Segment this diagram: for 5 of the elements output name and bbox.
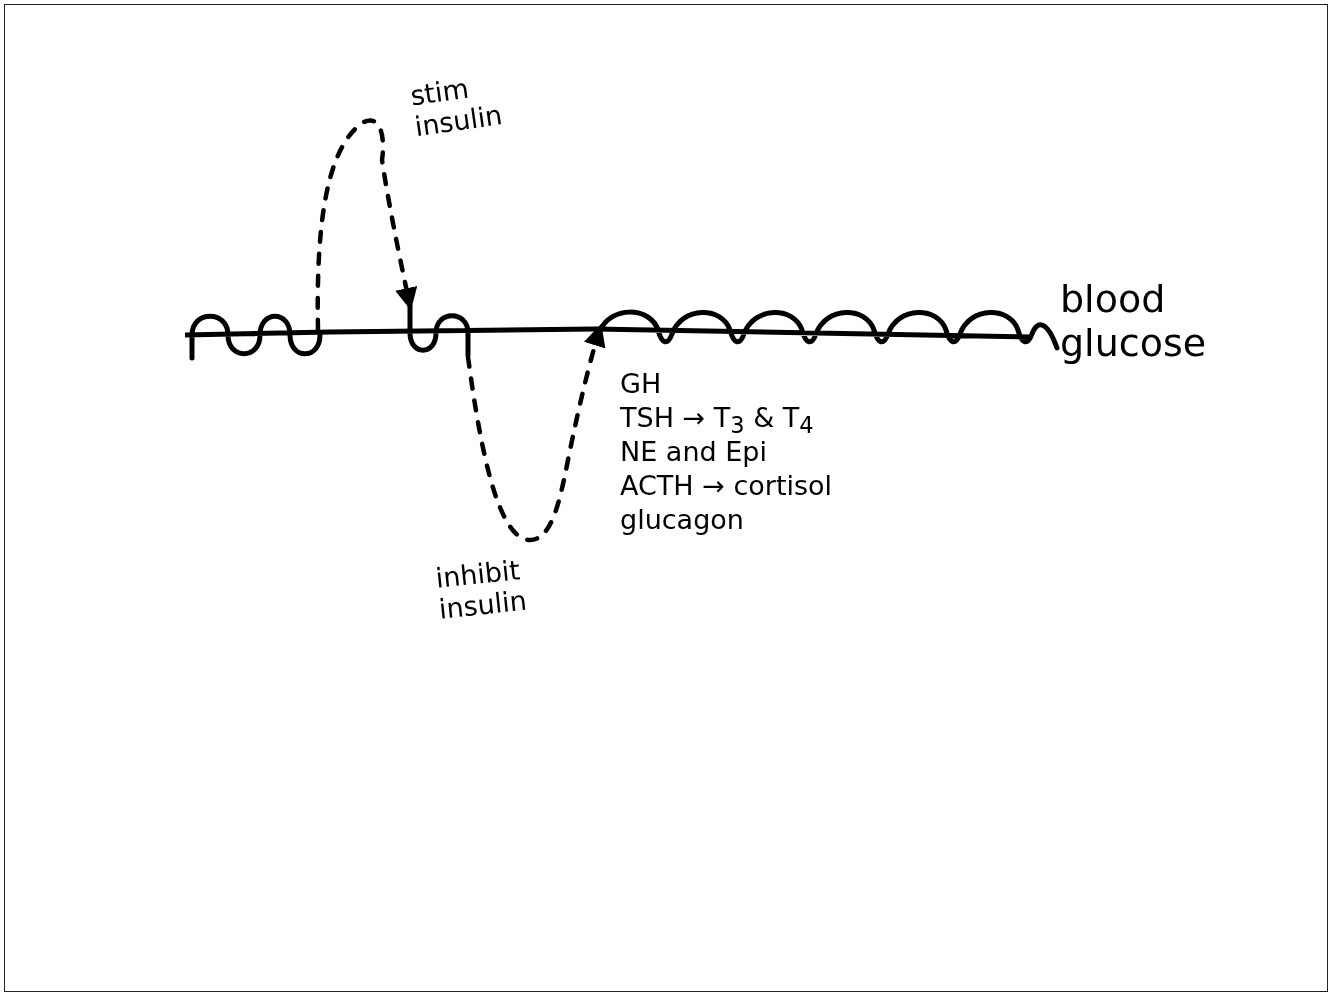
hormone-label: glucagon <box>620 504 744 536</box>
curve-label: blood glucose <box>1060 278 1208 366</box>
dashed-arrow <box>315 118 418 333</box>
hormone-label: GH <box>620 368 662 400</box>
hormone-label: ACTH → cortisol <box>620 470 833 502</box>
